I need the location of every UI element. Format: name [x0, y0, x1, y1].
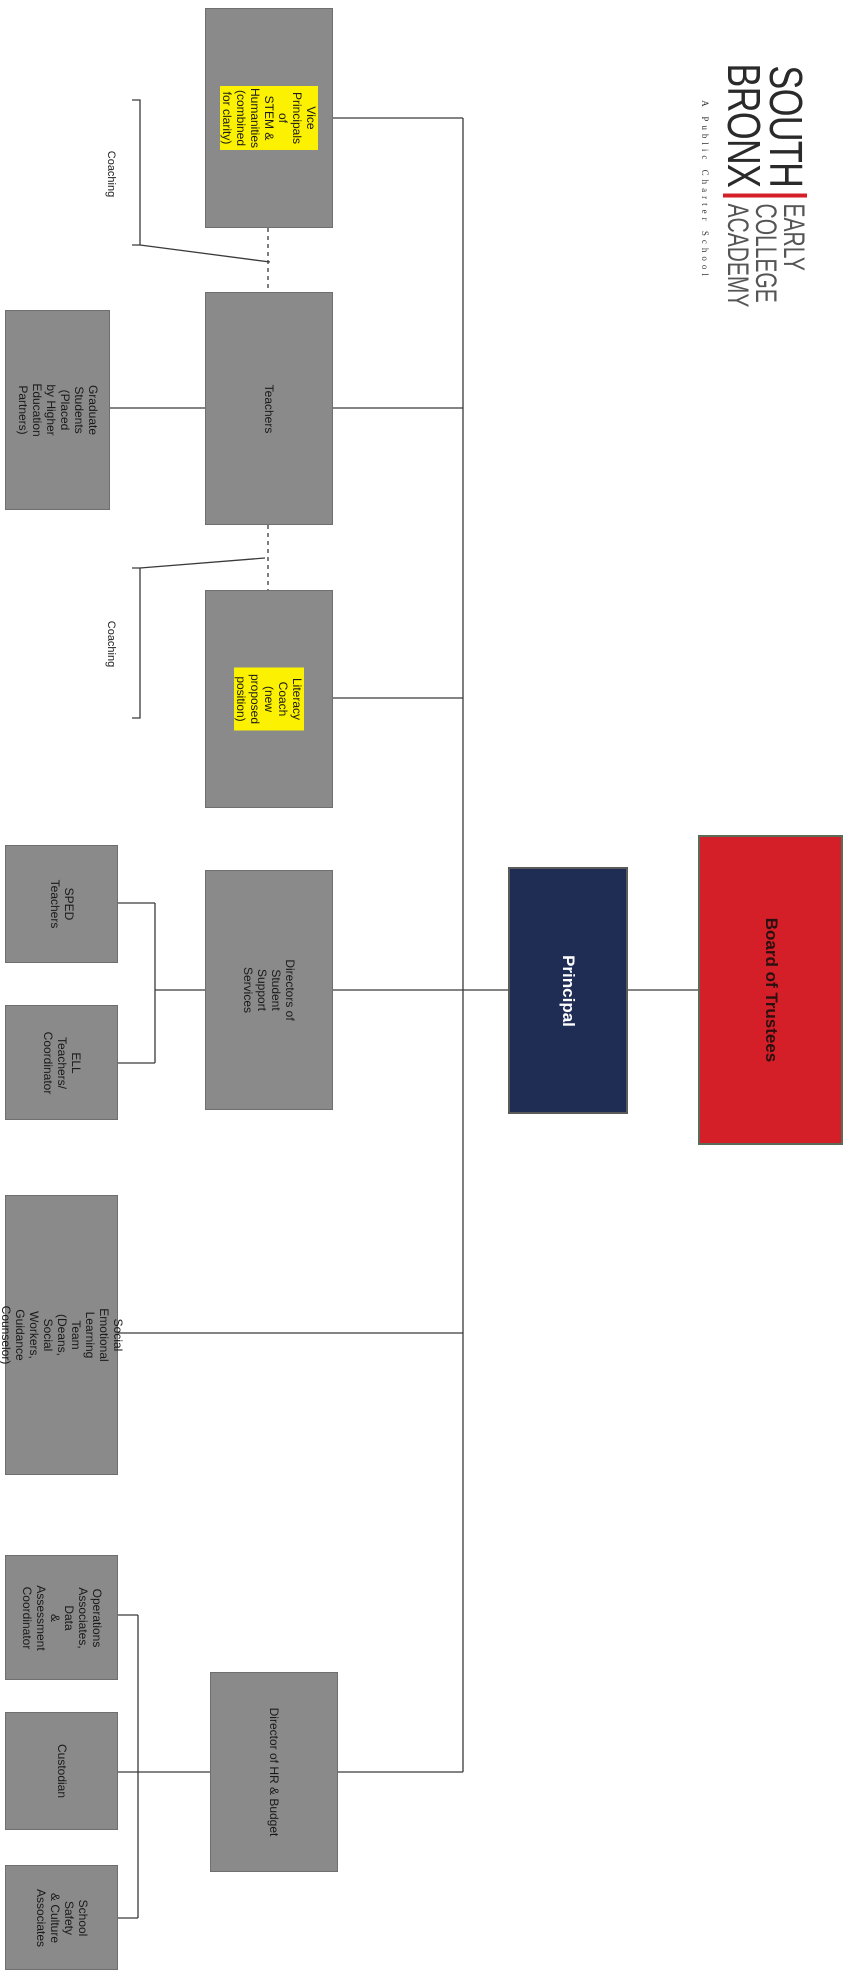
coaching-bracket-1: [132, 99, 141, 246]
sel-team-label: Social Emotional Learning Team (Deans, S…: [0, 1305, 125, 1365]
logo-right1: EARLY: [777, 203, 810, 271]
school-logo: SOUTH BRONX EARLY COLLEGE ACADEMY A Publ…: [680, 25, 850, 355]
student-support-box: Directors of Student Support Services: [205, 870, 333, 1110]
teachers-box: Teachers: [205, 292, 333, 525]
safety-label: School Safety & Culture Associates: [33, 1888, 90, 1947]
hr-budget-box: Director of HR & Budget: [210, 1672, 338, 1872]
graduate-students-box: Graduate Students (Placed by Higher Educ…: [5, 310, 110, 510]
custodian-box: Custodian: [5, 1712, 118, 1830]
coaching-slant-1: [139, 244, 271, 263]
logo-right3: ACADEMY: [721, 203, 754, 307]
ell-teachers-box: ELL Teachers/ Coordinator: [5, 1005, 118, 1120]
sel-team-box: Social Emotional Learning Team (Deans, S…: [0, 1195, 125, 1475]
board-of-trustees-label: Board of Trustees: [761, 917, 781, 1063]
literacy-coach-box: Literacy Coach (new proposed position): [205, 590, 333, 808]
coaching-slant-2: [139, 557, 266, 569]
graduate-students-label: Graduate Students (Placed by Higher Educ…: [15, 383, 100, 437]
operations-label: Operations Associates, Data & Assessment…: [19, 1584, 104, 1651]
hr-budget-label: Director of HR & Budget: [267, 1707, 281, 1837]
principal-label: Principal: [559, 954, 578, 1027]
operations-box: Operations Associates, Data & Assessment…: [5, 1555, 118, 1680]
logo-line2: BRONX: [718, 63, 770, 188]
logo-tagline: A Public Charter School: [700, 100, 710, 280]
literacy-coach-label: Literacy Coach (new proposed position): [234, 667, 304, 731]
logo-line1: SOUTH: [760, 65, 812, 188]
vice-principals-box: Vice Principals of STEM & Humanities (co…: [205, 8, 333, 228]
coaching-label-2: Coaching: [105, 620, 118, 668]
logo-red-bar: [723, 193, 807, 198]
board-of-trustees-box: Board of Trustees: [698, 835, 843, 1145]
custodian-label: Custodian: [54, 1743, 69, 1799]
coaching-label-1: Coaching: [105, 150, 118, 198]
sped-teachers-box: SPED Teachers: [5, 845, 118, 963]
vice-principals-label: Vice Principals of STEM & Humanities (co…: [220, 85, 318, 151]
principal-box: Principal: [508, 867, 628, 1114]
sped-teachers-label: SPED Teachers: [47, 879, 76, 929]
logo-right2: COLLEGE: [749, 203, 782, 303]
teachers-label: Teachers: [262, 384, 276, 433]
student-support-label: Directors of Student Support Services: [241, 959, 297, 1021]
coaching-bracket-2: [132, 567, 141, 719]
ell-teachers-label: ELL Teachers/ Coordinator: [40, 1031, 83, 1094]
safety-box: School Safety & Culture Associates: [5, 1865, 118, 1970]
